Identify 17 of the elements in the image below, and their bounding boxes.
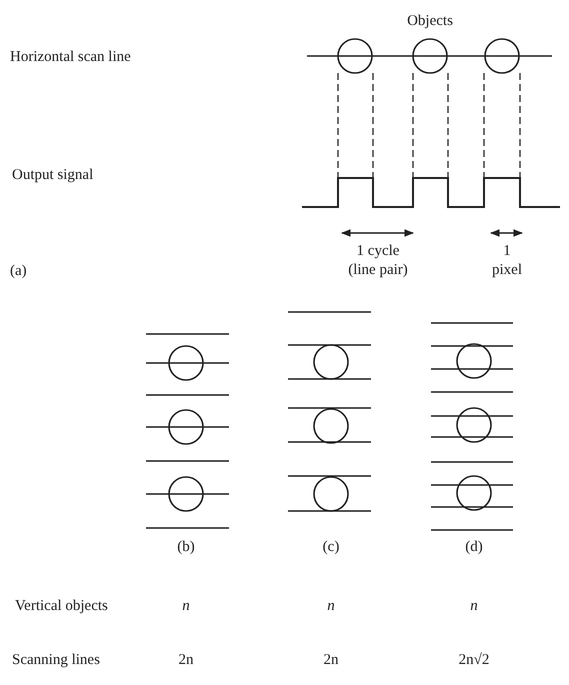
table-value: n [182,597,190,616]
dimension-label: 1 pixel [491,242,523,280]
table-value: 2n [324,651,338,670]
row-label: Output signal [12,166,94,185]
row-header: Vertical objects [15,597,108,616]
panel-label: (b) [177,538,195,557]
dimension-label: 1 cycle (line pair) [347,242,409,280]
row-header: Scanning lines [12,651,100,670]
panel-label: (d) [465,538,483,557]
panel-label: (a) [10,262,27,281]
table-value: 2n [178,651,194,670]
panel-label: (c) [322,538,340,557]
table-value: 2n√2 [458,651,490,670]
table-value: n [327,597,335,616]
heading-label: Objects [407,12,453,31]
row-label: Horizontal scan line [10,48,131,67]
table-value: n [470,597,478,616]
